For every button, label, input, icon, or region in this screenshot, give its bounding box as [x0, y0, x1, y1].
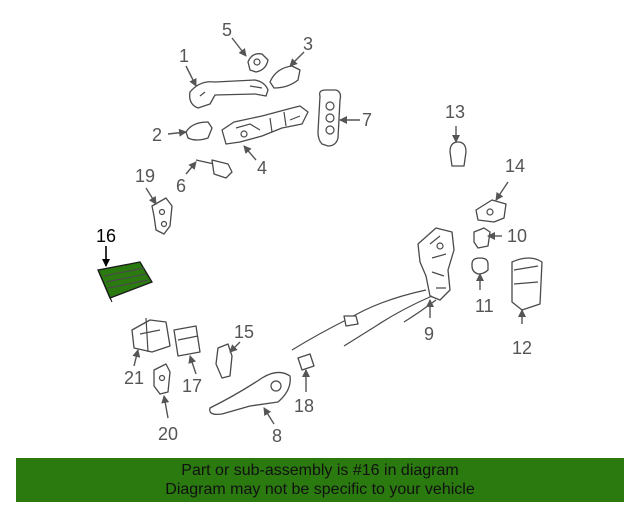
label-part-15: 15: [234, 322, 254, 342]
label-part-6: 6: [176, 176, 186, 196]
part-19-bracket[interactable]: [151, 197, 173, 235]
label-part-1: 1: [179, 46, 189, 66]
part-18-clip[interactable]: [297, 353, 315, 371]
part-7-key-fob[interactable]: [317, 89, 342, 147]
part-6-rod[interactable]: [195, 159, 233, 179]
label-part-21: 21: [124, 368, 144, 388]
label-part-17: 17: [182, 376, 202, 396]
part-3-cover[interactable]: [269, 65, 301, 89]
part-11-bumper[interactable]: [471, 257, 489, 275]
label-part-20: 20: [158, 424, 178, 444]
part-15-bracket[interactable]: [215, 343, 233, 379]
lock-cables: [291, 289, 437, 351]
label-part-19: 19: [135, 166, 155, 186]
label-part-5: 5: [222, 20, 232, 40]
label-part-11: 11: [475, 296, 494, 316]
part-9-door-lock[interactable]: [417, 227, 455, 301]
label-part-9: 9: [424, 324, 434, 344]
leader-lines: [102, 37, 526, 425]
part-21-hinge[interactable]: [131, 317, 171, 353]
part-5-clip[interactable]: [247, 53, 269, 73]
info-banner: Part or sub-assembly is #16 in diagram D…: [16, 458, 624, 502]
label-part-16: 16: [96, 226, 116, 246]
label-part-8: 8: [272, 426, 282, 446]
label-part-12: 12: [512, 338, 532, 358]
part-14-bracket[interactable]: [475, 199, 507, 223]
label-part-3: 3: [303, 34, 313, 54]
banner-line-2: Diagram may not be specific to your vehi…: [165, 481, 475, 498]
label-part-14: 14: [505, 156, 525, 176]
label-part-18: 18: [294, 396, 314, 416]
banner-line-1: Part or sub-assembly is #16 in diagram: [181, 462, 459, 479]
label-part-4: 4: [257, 158, 267, 178]
part-16-highlighted[interactable]: [97, 261, 153, 303]
part-8-inner-handle[interactable]: [209, 371, 291, 416]
parts-diagram: 1 5 3 2 4 6 7 13 14 19 10 11 12 9 16 15 …: [96, 20, 543, 446]
part-12-cover[interactable]: [511, 257, 543, 311]
label-part-10: 10: [507, 226, 527, 246]
label-part-13: 13: [445, 102, 465, 122]
part-13-plug[interactable]: [449, 141, 467, 167]
part-1-door-handle[interactable]: [189, 79, 269, 109]
label-part-7: 7: [362, 110, 372, 130]
label-part-2: 2: [152, 125, 162, 145]
part-4-handle-carrier[interactable]: [221, 105, 309, 145]
part-10-clip[interactable]: [473, 227, 491, 249]
part-20-hinge[interactable]: [153, 363, 171, 395]
part-17-module[interactable]: [173, 325, 201, 357]
part-2-escutcheon[interactable]: [185, 121, 213, 141]
